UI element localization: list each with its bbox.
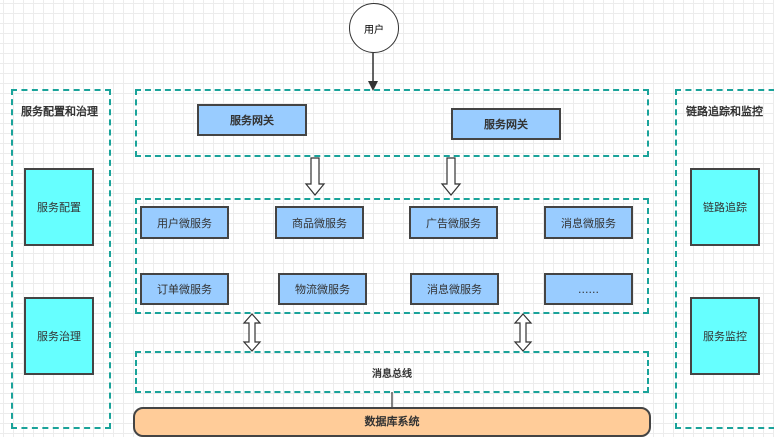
right-panel [675,89,774,429]
microservice-layer [135,198,649,314]
microservice-box: 用户微服务 [140,206,229,239]
database-label: 数据库系统 [364,415,420,428]
microservice-box: 广告微服务 [409,206,498,239]
tracing-label: 链路追踪 [703,201,747,214]
microservice-label: 用户微服务 [157,216,212,230]
microservice-label: 消息微服务 [561,216,616,230]
message-bus-label: 消息总线 [372,368,412,380]
connectors [242,53,533,408]
down-arrow-icon [440,157,462,196]
monitoring-label: 服务监控 [703,330,747,343]
user-node: 用户 [349,3,399,53]
microservice-label: 广告微服务 [426,216,481,230]
message-bus: 消息总线 [135,351,649,393]
microservice-box: 订单微服务 [140,273,229,305]
gateway-label: 服务网关 [230,114,274,127]
user-to-gateway-arrow [368,53,378,91]
double-arrow-icon [242,313,262,352]
gateway-box: 服务网关 [197,104,307,136]
microservice-label: 物流微服务 [295,283,350,296]
service-config-label: 服务配置 [37,201,81,214]
left-panel-title: 服务配置和治理 [21,105,98,118]
double-arrow-icon [513,313,533,352]
service-governance-label: 服务治理 [37,330,81,343]
microservice-box: 物流微服务 [278,273,367,305]
microservice-label: 商品微服务 [292,216,347,230]
right-panel-title: 链路追踪和监控 [686,105,763,118]
microservice-label: 消息微服务 [427,283,482,296]
left-panel [11,89,111,429]
monitoring-box: 服务监控 [690,297,760,375]
gateway-layer [135,89,649,157]
tracing-box: 链路追踪 [690,168,760,246]
database-system: 数据库系统 [133,407,651,437]
service-config-box: 服务配置 [24,168,94,246]
user-label: 用户 [364,24,384,36]
microservice-box: 消息微服务 [410,273,499,305]
down-arrow-icon [304,157,326,196]
gateway-label: 服务网关 [484,118,528,131]
microservice-box: ...... [544,273,633,305]
microservice-label: ...... [578,282,599,296]
service-governance-box: 服务治理 [24,297,94,375]
microservice-box: 商品微服务 [275,206,364,239]
microservice-box: 消息微服务 [544,206,633,239]
microservice-label: 订单微服务 [157,283,212,296]
gateway-box: 服务网关 [451,108,561,140]
